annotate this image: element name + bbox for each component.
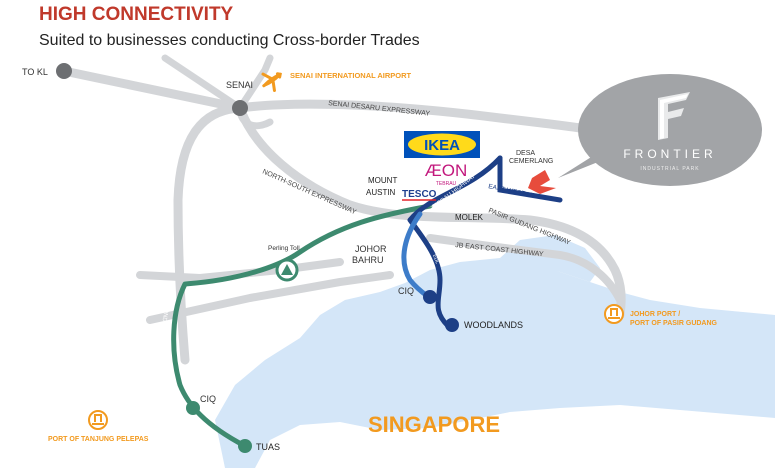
page-subtitle: Suited to businesses conducting Cross-bo… — [39, 32, 420, 49]
toll-icon — [275, 258, 299, 282]
label-austin: AUSTIN — [366, 188, 396, 197]
label-desa-1: DESA — [516, 150, 535, 157]
land-cutout — [255, 405, 775, 468]
node-ciq-tuas — [186, 401, 200, 415]
label-singapore: SINGAPORE — [368, 412, 500, 437]
label-johor-port-2: PORT OF PASIR GUDANG — [630, 320, 718, 327]
ikea-text: IKEA — [424, 137, 460, 154]
label-tuas: TUAS — [256, 442, 280, 452]
frontier-logo-text: FRONTIER — [623, 147, 716, 161]
label-johor-port-1: JOHOR PORT / — [630, 311, 680, 318]
node-ciq-jb — [423, 290, 437, 304]
route-east-west — [497, 155, 563, 203]
label-perling-toll: Perling Toll — [268, 245, 300, 252]
label-second-link: SECOND LINK EXPRESSWAY — [150, 296, 170, 379]
water-inlet — [300, 290, 420, 350]
road-west-loop — [173, 103, 245, 365]
tesco-text: TESCO — [402, 189, 437, 200]
label-ciq-tuas: CIQ — [200, 394, 216, 404]
port-icon — [604, 304, 624, 324]
port-icon — [88, 410, 108, 430]
label-molek: MOLEK — [455, 213, 484, 222]
label-to-kl: TO KL — [22, 67, 48, 77]
route-second-link — [171, 203, 433, 449]
road-to-kl — [59, 66, 245, 113]
label-johor-1: JOHOR — [355, 244, 387, 254]
label-senai-airport: SENAI INTERNATIONAL AIRPORT — [290, 71, 412, 80]
label-woodlands: WOODLANDS — [464, 320, 523, 330]
road-jb-east-coast — [426, 234, 624, 304]
node-senai — [232, 100, 248, 116]
page-title: HIGH CONNECTIVITY — [39, 4, 234, 25]
label-mount: MOUNT — [368, 176, 397, 185]
label-edl: EDL — [431, 254, 440, 265]
airplane-icon — [261, 72, 282, 92]
label-port-tanjung: PORT OF TANJUNG PELEPAS — [48, 436, 149, 443]
aeon-text: ÆON — [425, 161, 468, 180]
label-desa-2: CEMERLANG — [509, 158, 553, 165]
aeon-subtext: TEBRAU — [436, 181, 457, 187]
frontier-site-marker — [528, 170, 556, 194]
node-tuas — [238, 439, 252, 453]
label-senai: SENAI — [226, 80, 253, 90]
node-to-kl — [56, 63, 72, 79]
label-ciq-jb: CIQ — [398, 286, 414, 296]
route-tebrau — [407, 155, 503, 329]
road-senai-north — [161, 54, 244, 112]
road-jb-south — [146, 271, 394, 324]
frontier-logo-icon — [658, 92, 690, 140]
label-north-south: NORTH-SOUTH EXPRESSWAY — [261, 168, 357, 216]
node-woodlands — [445, 318, 459, 332]
road-airport-link — [236, 54, 274, 112]
frontier-logo-subtext: INDUSTRIAL PARK — [640, 166, 699, 172]
label-johor-2: BAHRU — [352, 255, 384, 265]
frontier-bubble — [558, 74, 762, 186]
road-north-south — [235, 103, 626, 320]
ikea-logo: IKEA — [404, 131, 480, 158]
